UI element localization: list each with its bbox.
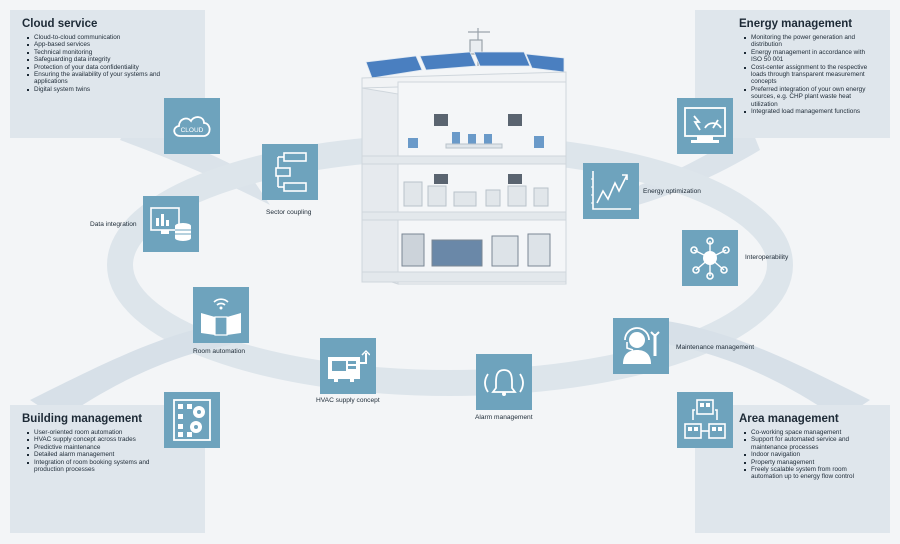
office-furniture xyxy=(408,132,544,148)
hvac-unit-icon xyxy=(328,349,370,382)
room-wifi-icon xyxy=(201,298,241,336)
interoperability-tile[interactable] xyxy=(682,230,738,286)
building-gears-icon xyxy=(173,399,211,441)
building-left-face xyxy=(361,87,399,285)
cloud-icon: CLOUD xyxy=(173,116,211,137)
bell-icon xyxy=(484,369,524,396)
list-item: Detailed alarm management xyxy=(27,451,160,458)
sector-coupling-tile[interactable] xyxy=(262,144,318,200)
windows xyxy=(434,114,522,184)
cloud-service-list: Cloud-to-cloud communication App-based s… xyxy=(22,34,193,93)
hvac-supply-concept-label: HVAC supply concept xyxy=(316,397,380,404)
list-item: Preferred integration of your own energy… xyxy=(744,86,877,108)
list-item: Predictive maintenance xyxy=(27,444,160,451)
list-item: Digital system twins xyxy=(27,86,193,93)
network-hub-icon xyxy=(690,237,730,280)
cloud-service-panel: Cloud service Cloud-to-cloud communicati… xyxy=(10,10,205,138)
building-management-list: User-oriented room automation HVAC suppl… xyxy=(22,429,160,473)
sector-coupling-label: Sector coupling xyxy=(266,209,312,216)
list-item: Safeguarding data integrity xyxy=(27,56,193,63)
cloud-icon-text: CLOUD xyxy=(181,127,204,134)
area-management-tile[interactable] xyxy=(677,392,733,448)
building-management-title: Building management xyxy=(22,413,143,425)
data-integration-label: Data integration xyxy=(90,221,137,228)
energy-management-tile[interactable] xyxy=(677,98,733,154)
energy-management-list: Monitoring the power generation and dist… xyxy=(739,34,877,115)
solar-panels xyxy=(365,51,565,79)
list-item: Energy management in accordance with ISO… xyxy=(744,49,877,64)
list-item: User-oriented room automation xyxy=(27,429,160,436)
list-item: Support for automated service and mainte… xyxy=(744,436,877,451)
list-item: Co-working space management xyxy=(744,429,877,436)
growth-chart-icon xyxy=(591,171,631,210)
building-management-tile[interactable] xyxy=(164,392,220,448)
list-item: Protection of your data confidentiality xyxy=(27,64,193,71)
room-automation-label: Room automation xyxy=(193,348,246,355)
hvac-tile[interactable] xyxy=(320,338,376,394)
plant-machinery xyxy=(401,233,551,267)
list-item: Technical monitoring xyxy=(27,49,193,56)
floorplan-exchange-icon xyxy=(684,399,726,439)
data-integration-tile[interactable] xyxy=(143,196,199,252)
list-item: Cloud-to-cloud communication xyxy=(27,34,193,41)
energy-management-title: Energy management xyxy=(739,18,853,30)
energy-optimization-label: Energy optimization xyxy=(643,188,701,195)
list-item: HVAC supply concept across trades xyxy=(27,436,160,443)
lab-equipment xyxy=(403,181,549,207)
bottom-right-band xyxy=(660,320,870,420)
room-automation-tile[interactable] xyxy=(193,287,249,343)
building-illustration xyxy=(361,28,567,285)
list-item: Indoor navigation xyxy=(744,451,877,458)
area-management-list: Co-working space management Support for … xyxy=(739,429,877,481)
list-item: Property management xyxy=(744,459,877,466)
headset-wrench-icon xyxy=(623,327,660,364)
list-item: App-based services xyxy=(27,41,193,48)
list-item: Monitoring the power generation and dist… xyxy=(744,34,877,49)
cloud-service-title: Cloud service xyxy=(22,18,98,30)
list-item: Cost-center assignment to the respective… xyxy=(744,64,877,86)
cloud-tile[interactable]: CLOUD xyxy=(164,98,220,154)
alarm-management-label: Alarm management xyxy=(475,414,533,421)
desks xyxy=(445,143,503,149)
area-management-title: Area management xyxy=(739,413,839,425)
floor-slabs xyxy=(361,155,567,283)
flowchart-icon xyxy=(275,152,307,192)
interoperability-label: Interoperability xyxy=(745,254,789,261)
list-item: Ensuring the availability of your system… xyxy=(27,71,164,86)
bottom-left-band xyxy=(30,320,240,420)
alarm-management-tile[interactable] xyxy=(476,354,532,410)
energy-optimization-tile[interactable] xyxy=(583,163,639,219)
database-icon xyxy=(150,207,191,241)
maintenance-management-tile[interactable] xyxy=(613,318,669,374)
energy-management-panel: Energy management Monitoring the power g… xyxy=(695,10,890,138)
list-item: Freely scalable system from room automat… xyxy=(744,466,877,481)
monitor-gauge-icon xyxy=(684,107,726,143)
list-item: Integration of room booking systems and … xyxy=(27,459,160,474)
list-item: Integrated load management functions xyxy=(744,108,877,115)
maintenance-management-label: Maintenance management xyxy=(676,344,755,351)
